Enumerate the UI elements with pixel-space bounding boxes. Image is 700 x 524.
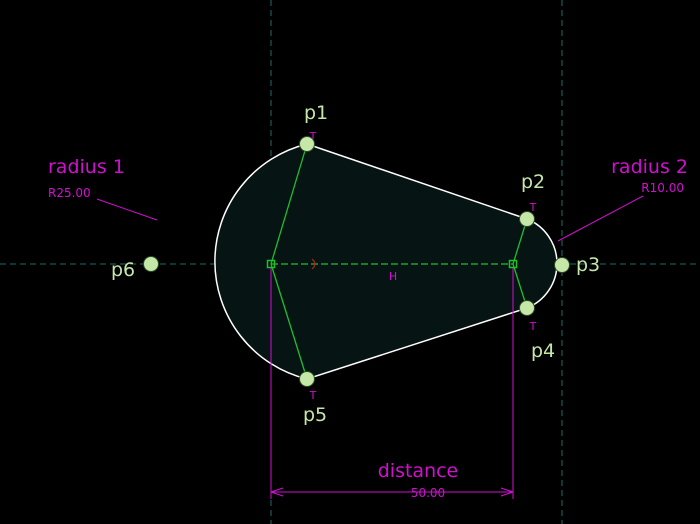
point-p4-handle[interactable] xyxy=(519,300,535,316)
tangent-mark-p2: T xyxy=(529,201,537,214)
center-point-2[interactable] xyxy=(508,259,518,269)
point-p6-label: p6 xyxy=(111,259,135,281)
point-p6-handle[interactable] xyxy=(143,256,159,272)
point-p2-label: p2 xyxy=(521,171,545,193)
point-p3-label: p3 xyxy=(576,254,600,276)
point-p1-handle[interactable] xyxy=(299,136,315,152)
point-p3-handle[interactable] xyxy=(554,257,570,273)
dimension-graphics xyxy=(96,195,644,499)
point-handles xyxy=(143,136,570,387)
tangent-mark-p4: T xyxy=(529,320,537,333)
tangent-mark-p5: T xyxy=(309,389,317,402)
distance-title[interactable]: distance xyxy=(378,460,459,482)
radius1-leader xyxy=(96,198,158,221)
shape-profile[interactable] xyxy=(214,143,558,380)
distance-arrow-left xyxy=(270,487,284,497)
point-p4-label: p4 xyxy=(531,340,555,362)
point-p5-handle[interactable] xyxy=(299,371,315,387)
distance-value[interactable]: 50.00 xyxy=(411,486,445,500)
center-point-1[interactable] xyxy=(266,259,276,269)
radius1-title[interactable]: radius 1 xyxy=(48,156,125,178)
point-p1-label: p1 xyxy=(304,102,328,124)
construction-line-c1-p5 xyxy=(270,263,308,380)
radius2-leader xyxy=(557,195,644,242)
horizontal-mark: H xyxy=(389,270,397,283)
tangent-mark-p1: T xyxy=(309,130,317,143)
radius1-value[interactable]: R25.00 xyxy=(48,186,91,200)
radius2-title[interactable]: radius 2 xyxy=(611,156,688,178)
radius2-value[interactable]: R10.00 xyxy=(641,181,684,195)
point-p2-handle[interactable] xyxy=(519,211,535,227)
distance-arrow-right xyxy=(500,487,514,497)
angle-mark xyxy=(311,258,316,270)
construction-line-c1-p1 xyxy=(270,143,308,265)
point-p5-label: p5 xyxy=(303,404,327,426)
